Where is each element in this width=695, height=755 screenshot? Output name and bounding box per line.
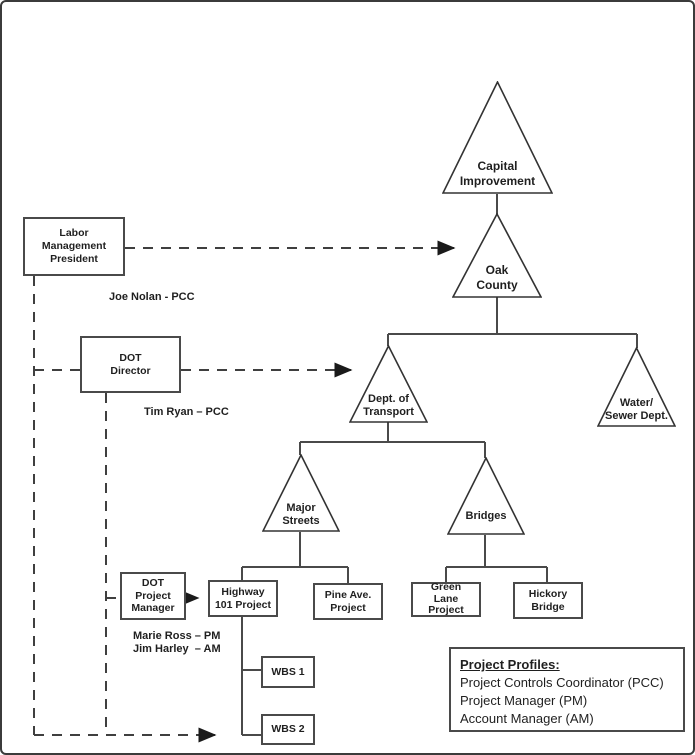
triangle-shape: [349, 345, 428, 423]
annotation-marie-ross: Marie Ross – PM: [133, 630, 221, 642]
node-label: Green Lane Project: [428, 581, 464, 617]
node-label: Oak County: [476, 263, 518, 292]
node-label: Hickory Bridge: [528, 587, 568, 613]
node-label: WBS 2: [271, 723, 305, 736]
node-label: WBS 1: [271, 665, 305, 678]
node-labor-management-president: Labor Management President: [23, 217, 125, 276]
triangle-shape: [262, 454, 340, 532]
node-label: Major Streets: [282, 501, 320, 527]
node-label: Highway 101 Project: [214, 585, 272, 611]
node-label: Capital Improvement: [459, 159, 536, 188]
node-dept-of-transport: Dept. of Transport: [349, 345, 428, 423]
annotation-jim-harley: Jim Harley – AM: [133, 643, 221, 655]
node-dot-director: DOT Director: [80, 336, 181, 393]
connector-highway-to-wbs: [241, 617, 261, 736]
triangle-shape: [442, 81, 553, 194]
triangle-shape: [597, 347, 676, 427]
node-water-sewer-dept: Water/ Sewer Dept.: [597, 347, 676, 427]
node-wbs-1: WBS 1: [261, 656, 315, 688]
connector-transport-to-divisions: [299, 422, 486, 458]
node-green-lane-project: Green Lane Project: [411, 581, 481, 617]
node-bridges: Bridges: [447, 457, 525, 535]
legend-title: Project Profiles:: [460, 657, 560, 672]
triangle-shape: [447, 457, 525, 535]
node-highway-101-project: Highway 101 Project: [208, 580, 278, 617]
connector-oak-to-departments: [387, 297, 638, 348]
annotation-tim-ryan: Tim Ryan – PCC: [144, 406, 229, 418]
node-oak-county: Oak County: [452, 213, 542, 298]
node-label: Water/ Sewer Dept.: [605, 396, 668, 422]
connector-bridges-to-projects: [445, 535, 548, 582]
node-hickory-bridge: Hickory Bridge: [513, 582, 583, 619]
node-pine-ave-project: Pine Ave. Project: [313, 583, 383, 620]
triangle-shape: [452, 213, 542, 298]
node-label: DOT Project Manager: [131, 576, 175, 615]
annotation-joe-nolan: Joe Nolan - PCC: [109, 291, 195, 303]
legend-item-pm: Project Manager (PM): [460, 693, 588, 708]
node-capital-improvement: Capital Improvement: [442, 81, 553, 194]
node-label: DOT Director: [110, 351, 151, 377]
legend-project-profiles: Project Profiles: Project Controls Coord…: [449, 647, 685, 732]
connector-major-streets-to-projects: [241, 532, 349, 583]
legend-item-am: Account Manager (AM): [460, 711, 594, 726]
node-label: Pine Ave. Project: [324, 588, 372, 614]
node-label: Bridges: [465, 509, 507, 522]
legend-item-pcc: Project Controls Coordinator (PCC): [460, 675, 664, 690]
node-label: Dept. of Transport: [363, 392, 414, 418]
node-label: Labor Management President: [41, 227, 107, 265]
node-major-streets: Major Streets: [262, 454, 340, 532]
node-wbs-2: WBS 2: [261, 714, 315, 745]
node-dot-project-manager: DOT Project Manager: [120, 572, 186, 620]
